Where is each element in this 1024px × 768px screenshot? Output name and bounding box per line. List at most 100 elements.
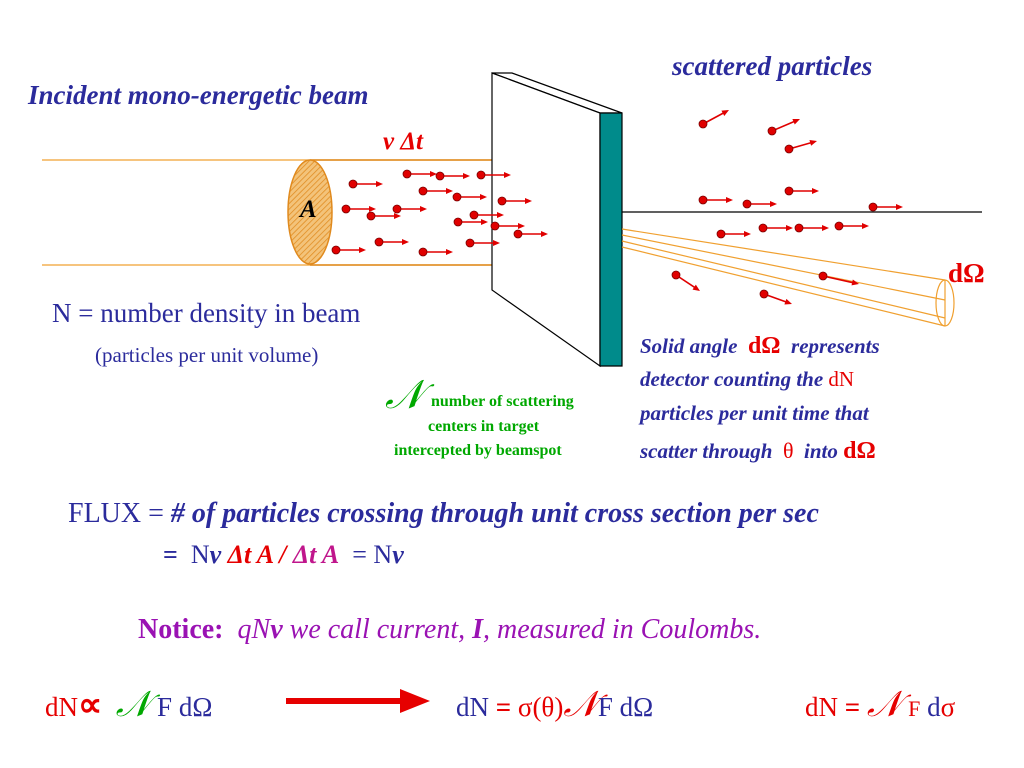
beam-title: Incident mono-energetic beam [28,80,369,110]
centers-line2: centers in target [428,418,540,435]
particle-arrow [504,172,511,178]
particle [767,119,800,136]
particle [742,199,777,209]
particle [784,140,817,154]
implies-arrow [286,689,430,713]
equation-differential: dN = 𝒩 F dσ [805,684,956,725]
particle-dot [341,204,351,214]
particle-dot [513,229,523,239]
equation-proportional: dN∝ 𝒩 F dΩ [45,684,213,725]
particle [366,211,401,221]
particle [698,195,733,205]
particle-arrow [359,247,366,253]
particle-arrow [744,231,751,237]
particle-dot [868,202,878,212]
particle-dot [418,247,428,257]
beam-length-label: v Δt [383,128,423,155]
solid-angle-symbol: dΩ [948,258,985,288]
particle [698,110,729,129]
particle-dot [392,204,402,214]
particle [469,210,504,220]
particle-arrow [809,140,817,146]
particle [794,223,829,233]
solid-angle-line1: Solid angle dΩ represents [640,333,880,359]
particle-arrow [430,171,437,177]
particle-arrow [369,206,376,212]
particle-dot [490,221,500,231]
scattered-title: scattered particles [672,51,873,81]
beam-area-label: A [300,196,317,223]
particle [513,229,548,239]
target-slab [491,72,623,368]
particle-dot [716,229,726,239]
particle-arrow [493,240,500,246]
particle [868,202,903,212]
solid-angle-line3: particles per unit time that [640,401,869,425]
particle-arrow [402,239,409,245]
particle-arrow [692,284,700,291]
particle [435,171,470,181]
centers-line3: intercepted by beamspot [394,442,562,459]
particle-arrow [770,201,777,207]
particle-arrow [518,223,525,229]
particle-arrow [721,110,729,116]
particle-dot [671,270,681,280]
particle-dot [435,171,445,181]
particle-arrow [541,231,548,237]
particle-arrow [420,206,427,212]
particle [392,204,427,214]
detector-cone [621,228,955,327]
particle-arrow [376,181,383,187]
particle-arrow [896,204,903,210]
beam-area-ellipse-left [287,159,333,265]
particle-dot [465,238,475,248]
particle-dot [366,211,376,221]
particle-dot [331,245,341,255]
particle [490,221,525,231]
particle [671,270,700,291]
equation-cross-section: dN = σ(θ)𝒩F dΩ [456,684,654,725]
particle-dot [758,223,768,233]
particle-dot [452,192,462,202]
particle-arrow [851,279,859,286]
particle [834,221,869,231]
particle [374,237,409,247]
particle [758,223,793,233]
particle [452,192,487,202]
flux-formula: = Nv Δt A / Δt A = Nv [163,540,404,569]
particle-dot [374,237,384,247]
particle [418,186,453,196]
particle-dot [698,119,708,129]
particle-dot [759,289,769,299]
particles-layer [331,110,903,305]
particle-arrow [481,219,488,225]
particle-arrow [862,223,869,229]
particle-dot [742,199,752,209]
particle-dot [794,223,804,233]
density-definition: N = number density in beam [52,298,361,328]
particle-dot [348,179,358,189]
particle-dot [418,186,428,196]
particle-arrow [792,119,800,125]
particle-arrow [786,225,793,231]
particle [759,289,792,305]
notice-line: Notice: qNv we call current, I, measured… [138,614,762,645]
particle-dot [469,210,479,220]
particle-dot [476,170,486,180]
particle-arrow [497,212,504,218]
particle [716,229,751,239]
centers-line1: number of scattering [431,393,574,410]
particle-dot [453,217,463,227]
particle [784,186,819,196]
particle-dot [784,186,794,196]
particle-arrow [784,298,792,305]
particle-arrow [525,198,532,204]
particle-dot [767,126,777,136]
particle [418,247,453,257]
particle-arrow [822,225,829,231]
particle-arrow [446,249,453,255]
particle [497,196,532,206]
particle-dot [818,271,828,281]
particle-arrow [726,197,733,203]
